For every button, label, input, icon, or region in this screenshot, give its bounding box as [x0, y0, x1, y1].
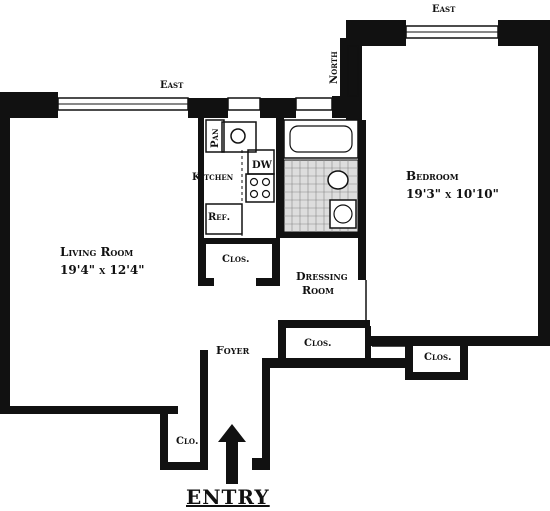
label-clos-kitchen: Clos. [222, 254, 250, 265]
label-ref: Ref. [208, 212, 230, 223]
walls [0, 20, 550, 470]
label-dw: DW [252, 160, 273, 171]
label-dressing: Dressing [296, 270, 348, 283]
label-clos-entry: Clo. [176, 436, 198, 447]
label-kitchen: Kitchen [192, 172, 234, 183]
entry-arrow-icon [218, 424, 246, 484]
label-north: North [329, 51, 340, 84]
label-clos-bedroom: Clos. [424, 352, 452, 363]
label-east-left: East [160, 80, 184, 91]
label-foyer: Foyer [216, 344, 250, 357]
label-bedroom-size: 19'3" x 10'10" [406, 187, 499, 201]
kitchen-fixtures [205, 119, 275, 236]
label-east-top: East [432, 4, 456, 15]
label-bedroom: Bedroom [406, 169, 459, 183]
label-living-room-size: 19'4" x 12'4" [60, 263, 145, 277]
label-living-room: Living Room [60, 245, 133, 259]
label-entry: ENTRY [186, 485, 270, 509]
bathroom-fixtures [283, 119, 359, 233]
label-pan: Pan [210, 128, 221, 148]
partitions [365, 280, 408, 358]
label-clos-foyer: Clos. [304, 338, 332, 349]
label-room: Room [302, 284, 334, 297]
windows [57, 25, 499, 111]
